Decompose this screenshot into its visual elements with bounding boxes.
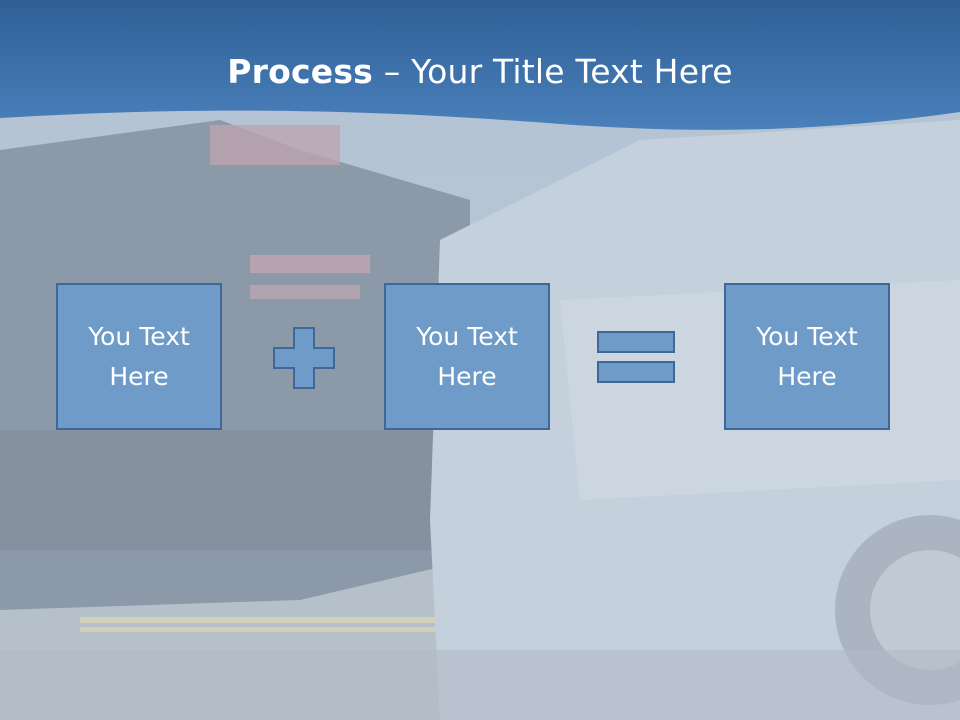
plus-icon bbox=[273, 327, 335, 389]
process-box-1-text: You Text Here bbox=[88, 321, 190, 391]
process-box-1[interactable]: You Text Here bbox=[56, 283, 222, 430]
process-box-2[interactable]: You Text Here bbox=[384, 283, 550, 430]
slide-title: Process – Your Title Text Here bbox=[0, 52, 960, 91]
process-box-2-text: You Text Here bbox=[416, 321, 518, 391]
equals-icon bbox=[597, 331, 675, 383]
process-box-3[interactable]: You Text Here bbox=[724, 283, 890, 430]
header-band bbox=[0, 0, 960, 130]
title-bold: Process bbox=[227, 52, 374, 91]
process-box-3-text: You Text Here bbox=[756, 321, 858, 391]
title-rest: – Your Title Text Here bbox=[373, 52, 733, 91]
